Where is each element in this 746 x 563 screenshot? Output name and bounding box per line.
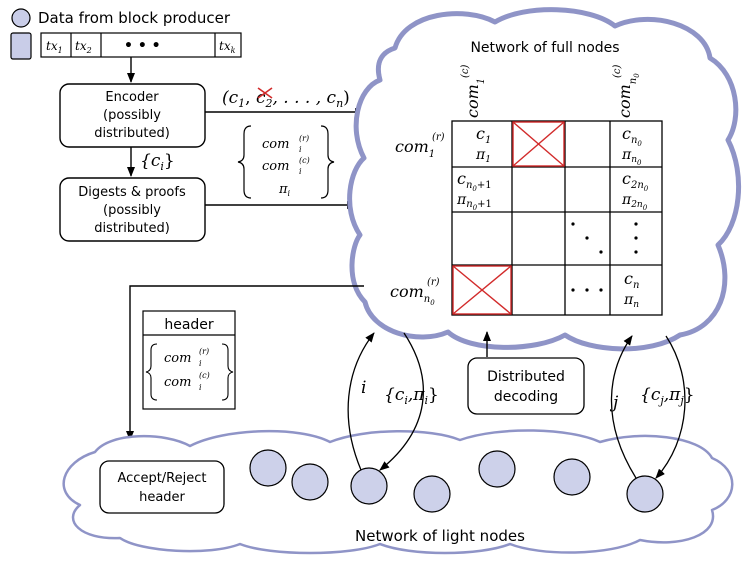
light-node bbox=[478, 450, 516, 488]
svg-text:(r): (r) bbox=[299, 134, 309, 143]
light-node bbox=[350, 467, 388, 505]
svg-text:comn0: comn0 bbox=[615, 73, 641, 118]
missing-cell-r4c1 bbox=[452, 265, 512, 315]
svg-text:com1: com1 bbox=[395, 137, 435, 160]
query-j-index: j bbox=[609, 393, 619, 413]
row-header-n0: comn0 (r) bbox=[390, 277, 440, 307]
tx-cell-k: txk bbox=[219, 39, 236, 55]
header-route bbox=[126, 285, 364, 441]
matrix-ellipsis bbox=[571, 222, 638, 292]
cell-r1c1-c: c1 bbox=[476, 124, 491, 146]
svg-text:(c): (c) bbox=[199, 371, 210, 380]
producer-circle-icon bbox=[11, 8, 31, 28]
tx-strip: tx1 tx2 • • • txk bbox=[40, 32, 242, 58]
light-node bbox=[413, 475, 451, 513]
header-box: header com (r) i com (c) i bbox=[142, 310, 236, 410]
query-j-arrow bbox=[610, 335, 637, 479]
query-i-index: i bbox=[361, 378, 366, 398]
svg-text:(c): (c) bbox=[612, 64, 623, 78]
missing-cell-r1c2 bbox=[512, 121, 565, 167]
svg-text:(r): (r) bbox=[432, 132, 445, 143]
svg-text:com: com bbox=[262, 159, 289, 174]
svg-text:com: com bbox=[164, 351, 191, 366]
light-node bbox=[291, 463, 329, 501]
svg-text:i: i bbox=[299, 145, 302, 154]
strike-c2b bbox=[257, 87, 273, 99]
svg-text:com: com bbox=[164, 375, 191, 390]
full-nodes-title: Network of full nodes bbox=[470, 40, 619, 56]
cell-r4c4-pi: πn bbox=[623, 292, 639, 310]
codeword-tuple: (c1, c2, . . . , cn) bbox=[222, 88, 350, 110]
cell-r2c4-c: c2n0 bbox=[622, 169, 649, 193]
cell-r1c1-pi: π1 bbox=[475, 147, 491, 165]
cell-r1c4-c: cn0 bbox=[622, 124, 642, 148]
response-j-label: {cj,πj} bbox=[640, 385, 695, 407]
light-node bbox=[249, 449, 287, 487]
encoder-box: Encoder (possibly distributed) bbox=[59, 83, 206, 148]
ci-set-label: {ci} bbox=[140, 151, 175, 173]
cell-r4c4-c: cn bbox=[624, 269, 639, 291]
cell-r2c4-pi: π2n0 bbox=[621, 192, 648, 212]
query-i-arrow bbox=[347, 332, 375, 471]
svg-text:com: com bbox=[262, 137, 289, 152]
decoding-box: Distributed decoding bbox=[467, 357, 585, 415]
response-i-arrow bbox=[379, 332, 424, 471]
cell-r1c4-pi: πn0 bbox=[621, 147, 642, 167]
row-header-1: com1 (r) bbox=[395, 132, 445, 160]
light-nodes-title: Network of light nodes bbox=[355, 527, 525, 545]
svg-text:πi: πi bbox=[278, 182, 291, 198]
svg-text:i: i bbox=[299, 167, 302, 176]
full-nodes-cloud bbox=[347, 7, 742, 352]
tx-dots: • • • bbox=[124, 38, 161, 54]
digests-line-2: (possibly bbox=[103, 203, 161, 218]
encoder-line-1: Encoder bbox=[105, 90, 159, 105]
svg-text:(c): (c) bbox=[460, 64, 471, 78]
digests-box: Digests & proofs (possibly distributed) bbox=[59, 177, 206, 242]
response-i-label: {ci,πi} bbox=[384, 385, 439, 407]
decoding-line-2: decoding bbox=[494, 389, 558, 405]
commitments-set: com (r) i com (c) i πi bbox=[237, 125, 335, 199]
accept-line-1: Accept/Reject bbox=[118, 471, 207, 486]
col-header-n0: comn0 (c) bbox=[612, 64, 641, 118]
svg-text:(c): (c) bbox=[299, 156, 310, 165]
tx-cell-2: tx2 bbox=[75, 39, 92, 55]
encoder-line-3: distributed) bbox=[94, 126, 170, 141]
svg-text:com1: com1 bbox=[463, 78, 487, 118]
svg-text:comn0: comn0 bbox=[390, 282, 435, 307]
cell-r2c1-c: cn0+1 bbox=[457, 169, 492, 193]
light-nodes bbox=[249, 449, 664, 513]
cell-r2c1-pi: πn0+1 bbox=[456, 192, 492, 212]
col-header-1: com1 (c) bbox=[460, 64, 487, 118]
accept-line-2: header bbox=[139, 490, 185, 505]
codeword-matrix bbox=[451, 120, 663, 316]
encoder-line-2: (possibly bbox=[103, 108, 161, 123]
light-node bbox=[553, 458, 591, 496]
svg-text:(r): (r) bbox=[427, 277, 440, 288]
svg-text:(r): (r) bbox=[199, 347, 209, 356]
header-title: header bbox=[164, 317, 214, 333]
decoding-line-1: Distributed bbox=[487, 369, 565, 385]
producer-title: Data from block producer bbox=[38, 9, 231, 27]
light-node bbox=[626, 475, 664, 513]
svg-text:i: i bbox=[199, 383, 202, 392]
digests-line-1: Digests & proofs bbox=[78, 185, 186, 200]
svg-text:i: i bbox=[199, 359, 202, 368]
response-j-arrow bbox=[655, 335, 686, 479]
accept-box: Accept/Reject header bbox=[99, 460, 225, 514]
producer-rect-icon bbox=[10, 32, 32, 60]
tx-cell-1: tx1 bbox=[46, 39, 63, 55]
digests-line-3: distributed) bbox=[94, 221, 170, 236]
